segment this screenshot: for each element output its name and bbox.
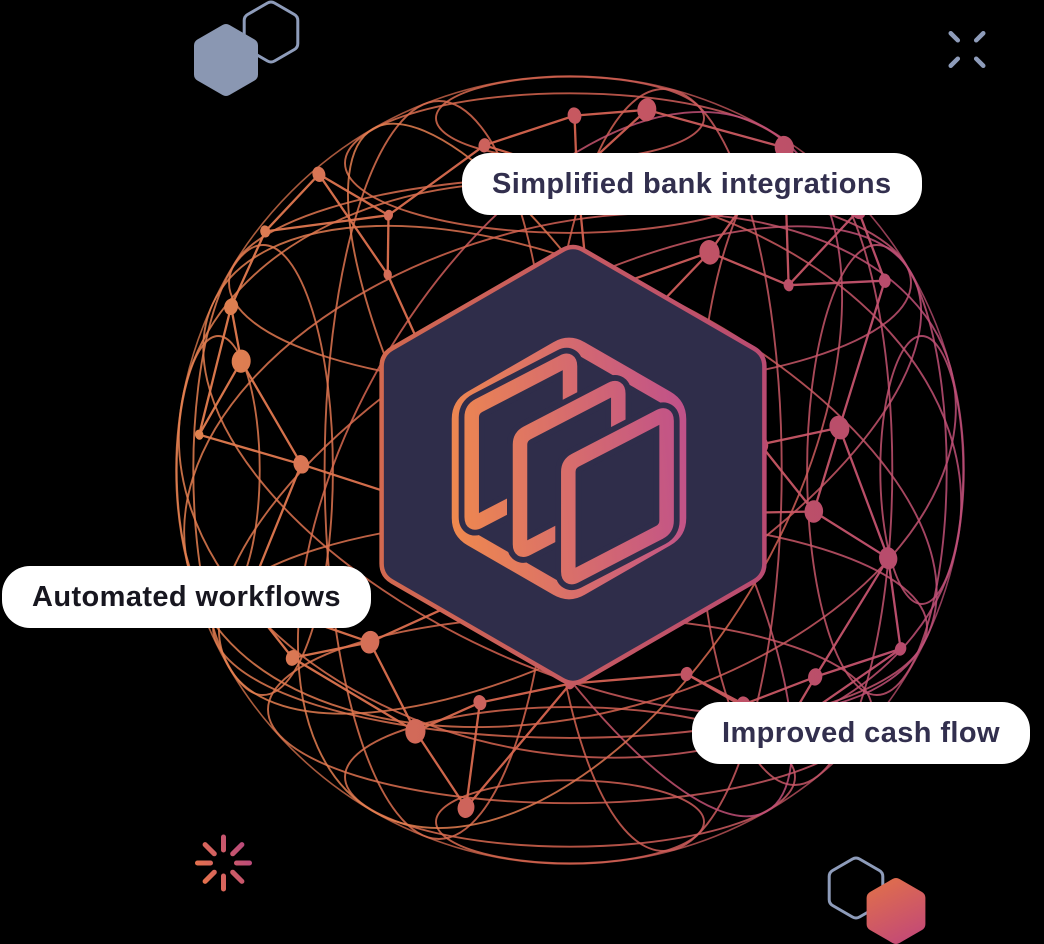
hexagon-decoration-top-left [194,0,300,96]
spinner-icon-bottom-left [195,834,252,892]
label-improved-cash-flow: Improved cash flow [692,702,1030,764]
sparkle-icon-top-right [948,30,986,69]
brand-cube-hexagon-logo [451,337,687,600]
hexagon-decoration-bottom-right [827,856,926,944]
network-globe [175,75,965,865]
label-automated-workflows: Automated workflows [2,566,371,628]
label-simplified-bank-integrations: Simplified bank integrations [462,153,922,215]
